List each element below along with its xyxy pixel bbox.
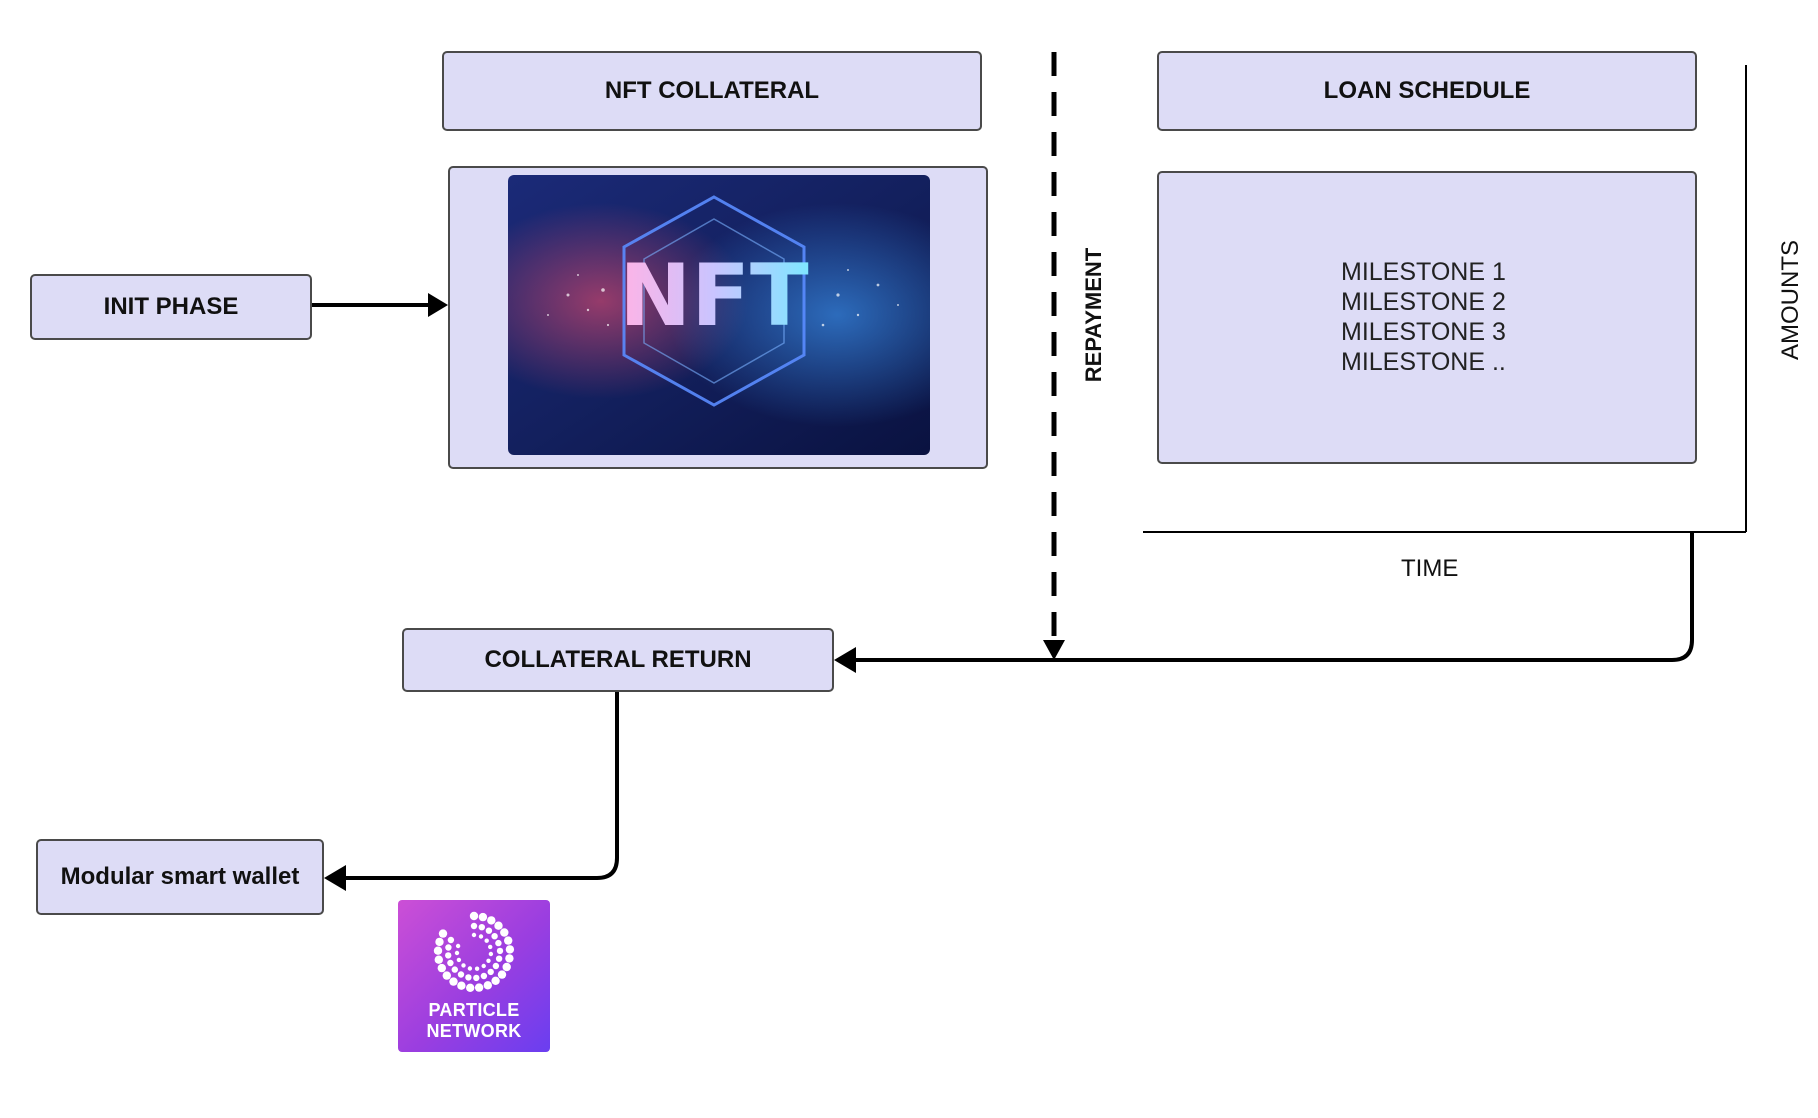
- repayment-label: REPAYMENT: [1081, 247, 1106, 383]
- collateral-return-label: COLLATERAL RETURN: [484, 646, 752, 673]
- time-axis-label: TIME: [1401, 555, 1459, 582]
- init-phase-label: INIT PHASE: [103, 293, 239, 320]
- arrow-return-to-wallet: [344, 692, 619, 880]
- arrow-schedule-to-return: [852, 532, 1694, 662]
- particle-dots-icon: [433, 911, 515, 992]
- particle-network-logo: PARTICLE NETWORK: [398, 900, 550, 1052]
- nft-image: NFT: [508, 175, 930, 455]
- logo-text-line1: PARTICLE: [428, 1000, 520, 1020]
- nft-collateral-label: NFT COLLATERAL: [604, 77, 820, 104]
- amounts-axis-label: AMOUNTS: [1777, 240, 1804, 360]
- loan-schedule-label: LOAN SCHEDULE: [1323, 77, 1531, 104]
- milestone-item: MILESTONE 2: [1341, 288, 1506, 316]
- logo-text-line2: NETWORK: [426, 1021, 522, 1041]
- collateral-return-node[interactable]: COLLATERAL RETURN: [402, 628, 834, 692]
- loan-schedule-header: LOAN SCHEDULE: [1157, 51, 1697, 131]
- milestone-item: MILESTONE 3: [1341, 318, 1506, 346]
- smart-wallet-label: Modular smart wallet: [60, 863, 300, 890]
- nft-collateral-header: NFT COLLATERAL: [442, 51, 982, 131]
- milestone-list: MILESTONE 1 MILESTONE 2 MILESTONE 3 MILE…: [1157, 171, 1695, 463]
- milestone-item: MILESTONE 1: [1341, 258, 1506, 286]
- nft-image-text: NFT: [619, 246, 809, 346]
- milestone-item: MILESTONE ..: [1341, 348, 1506, 376]
- nft-illustration: NFT: [508, 175, 930, 455]
- smart-wallet-node[interactable]: Modular smart wallet: [36, 839, 324, 915]
- init-phase-node[interactable]: INIT PHASE: [30, 274, 312, 340]
- loan-schedule-panel: [1157, 171, 1697, 464]
